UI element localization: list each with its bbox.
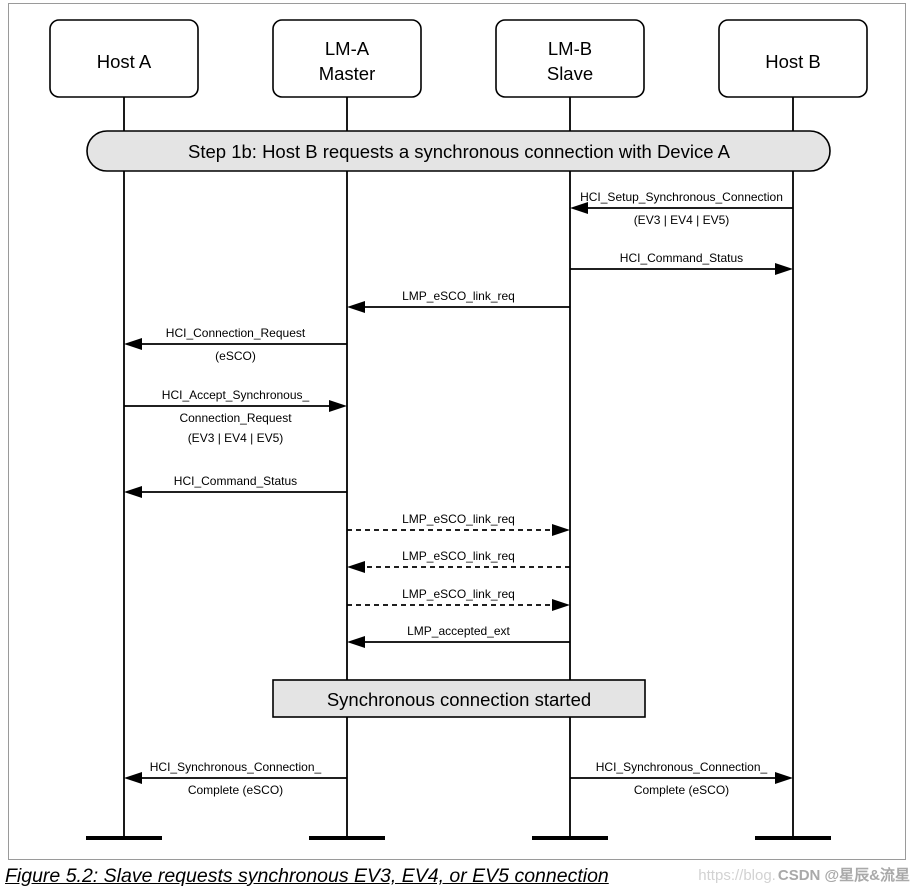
sequence-diagram: Host A LM-A Master LM-B Slave Host B Ste… [8,3,906,860]
message-lmp-esco-link-req: LMP_eSCO_link_req [347,512,570,536]
message-label: HCI_Synchronous_Connection_ [150,760,322,774]
message-label: LMP_eSCO_link_req [402,549,515,563]
lifeline-end-bar-lm-b [532,836,608,840]
participant-role-label: Master [319,63,376,84]
watermark: https://blog.CSDN @星辰&流星 [698,866,910,886]
message-label: LMP_eSCO_link_req [402,587,515,601]
message-hci-connection-request: HCI_Connection_Request (eSCO) [124,326,347,363]
message-lmp-esco-link-req: LMP_eSCO_link_req [347,289,570,313]
figure-frame [8,3,906,860]
message-hci-setup-synchronous-connection: HCI_Setup_Synchronous_Connection (EV3 | E… [570,190,793,227]
message-hci-synchronous-connection: HCI_Synchronous_Connection_ Complete (eSC… [124,760,347,797]
message-lmp-esco-link-req: LMP_eSCO_link_req [347,549,570,573]
message-label: HCI_Command_Status [620,251,743,265]
figure-caption: Figure 5.2: Slave requests synchronous E… [5,865,609,887]
arrowhead-left [347,301,365,313]
message-label: LMP_accepted_ext [407,624,510,638]
message-label: HCI_Setup_Synchronous_Connection [580,190,783,204]
participant-label: LM-A [325,38,370,59]
participant-box [49,19,199,98]
participant-box [272,19,422,98]
message-label: Connection_Request [179,411,292,425]
participant-role-label: Slave [547,63,593,84]
message-lmp-accepted-ext: LMP_accepted_ext [347,624,570,648]
step-banner: Step 1b: Host B requests a synchronous c… [86,130,831,172]
participant-lm-a: LM-A Master [272,19,422,98]
arrowhead-left [124,772,142,784]
participant-host-b: Host B [718,19,868,98]
step-banner-text: Step 1b: Host B requests a synchronous c… [188,141,731,162]
participant-label: LM-B [548,38,592,59]
message-lmp-esco-link-req: LMP_eSCO_link_req [347,587,570,611]
arrowhead-left [124,338,142,350]
message-label: HCI_Command_Status [174,474,297,488]
message-label: Complete (eSCO) [634,783,729,797]
participant-box [718,19,868,98]
message-label: (eSCO) [215,349,256,363]
arrowhead-right [775,263,793,275]
message-hci-synchronous-connection: HCI_Synchronous_Connection_ Complete (eSC… [570,760,793,797]
participant-host-a: Host A [49,19,199,98]
message-label: LMP_eSCO_link_req [402,289,515,303]
message-label: HCI_Synchronous_Connection_ [596,760,768,774]
message-hci-command-status: HCI_Command_Status [124,474,347,498]
message-label: HCI_Connection_Request [166,326,306,340]
lifeline-end-bar-host-b [755,836,831,840]
arrowhead-left [347,561,365,573]
lifeline-end-bar-lm-a [309,836,385,840]
arrowhead-left [347,636,365,648]
participant-label: Host A [97,51,152,72]
state-box-text: Synchronous connection started [327,689,591,710]
message-label: (EV3 | EV4 | EV5) [188,431,284,445]
arrowhead-right [552,599,570,611]
lifeline-end-bars [86,836,831,840]
participant-lm-b: LM-B Slave [495,19,645,98]
message-hci-command-status: HCI_Command_Status [570,251,793,275]
watermark-url: https://blog. [698,867,776,884]
arrowhead-left [124,486,142,498]
message-label: Complete (eSCO) [188,783,283,797]
arrowhead-right [329,400,347,412]
message-label: LMP_eSCO_link_req [402,512,515,526]
participant-label: Host B [765,51,821,72]
lifeline-end-bar-host-a [86,836,162,840]
step-banner-box [86,130,831,172]
arrowhead-left [570,202,588,214]
messages: HCI_Setup_Synchronous_Connection (EV3 | E… [124,190,793,797]
watermark-author: CSDN @星辰&流星 [777,867,910,884]
message-label: (EV3 | EV4 | EV5) [634,213,730,227]
participant-box [495,19,645,98]
message-hci-accept-synchronous: HCI_Accept_Synchronous_ Connection_Reques… [124,388,347,445]
message-label: HCI_Accept_Synchronous_ [162,388,310,402]
arrowhead-right [775,772,793,784]
state-box-rect [272,679,646,718]
arrowhead-right [552,524,570,536]
state-box: Synchronous connection started [272,679,646,718]
